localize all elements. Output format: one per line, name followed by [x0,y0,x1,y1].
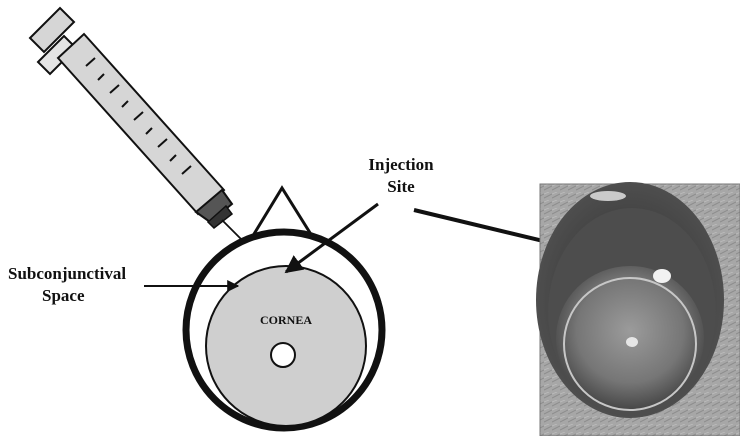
syringe-illustration [30,8,272,270]
pupil-circle [271,343,295,367]
subconjunctival-label-line2: Space [42,286,85,305]
injection-site-label-line1: Injection [368,155,434,174]
injection-site-label-line2: Site [387,177,415,196]
subconjunctival-label-line1: Subconjunctival [8,264,126,283]
eye-photograph [536,182,740,436]
cornea-label: CORNEA [260,313,312,327]
